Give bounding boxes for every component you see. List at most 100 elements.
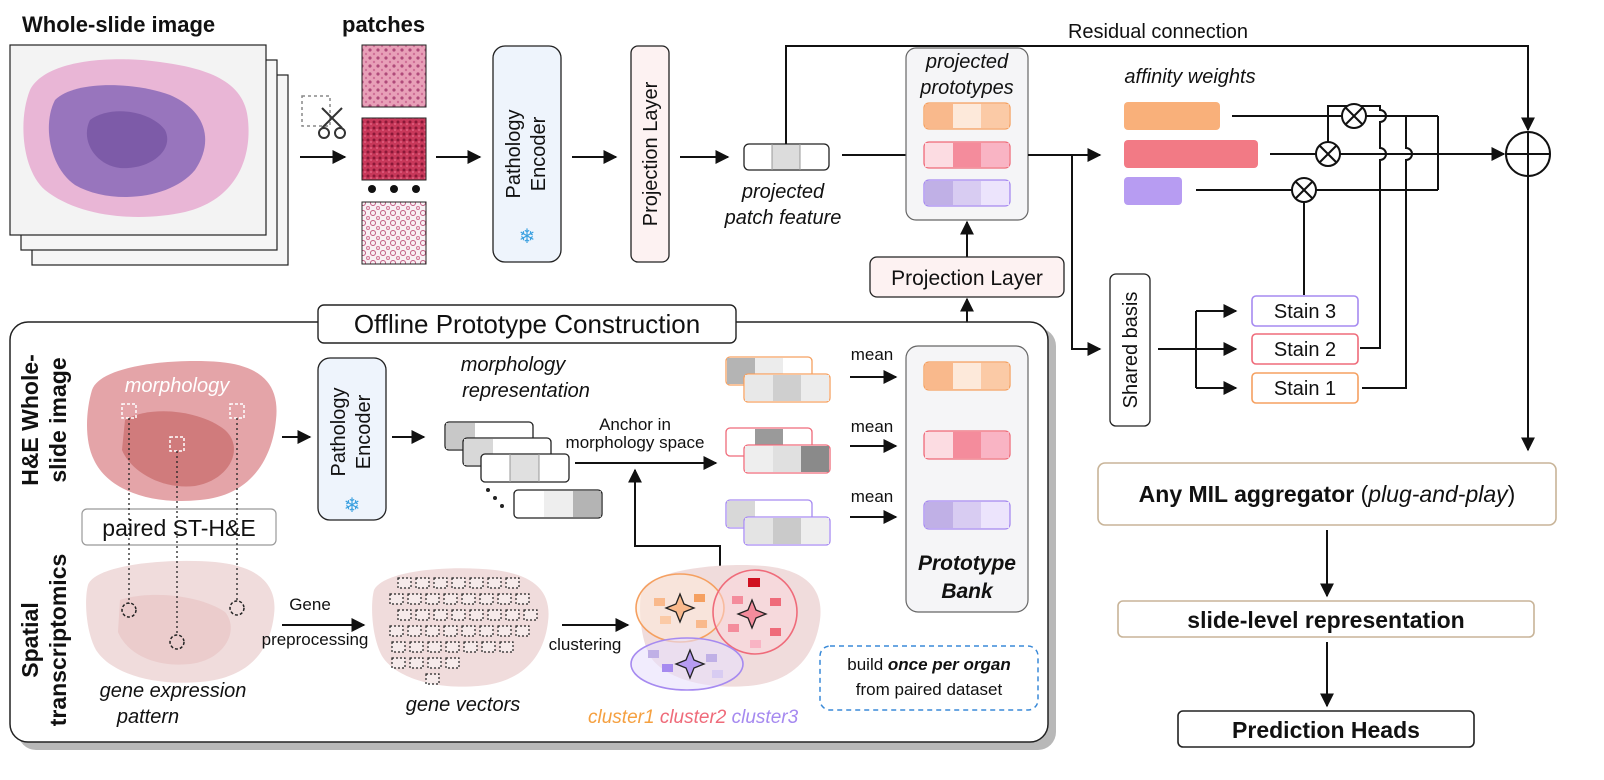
offline-title-box — [317, 304, 737, 344]
bank-row-orange — [923, 361, 1011, 391]
spatial-side-line1: Spatial — [17, 602, 43, 677]
cluster-legend: cluster1 cluster2 cluster3 — [588, 707, 799, 728]
wsi-title: Whole-slide image — [22, 12, 215, 37]
mean-label: mean — [851, 345, 894, 364]
stain-1: Stain 1 — [1251, 372, 1359, 404]
patch-3 — [361, 201, 427, 265]
stain-1-label: Stain 1 — [1274, 378, 1336, 400]
stain-2-label: Stain 2 — [1274, 339, 1336, 361]
affinity-label: affinity weights — [1124, 66, 1255, 88]
cluster-features-purple — [725, 499, 831, 546]
prototype-bank: Prototype Bank — [905, 345, 1029, 613]
spot-marker — [121, 602, 137, 618]
bank-row-purple — [923, 500, 1011, 530]
encoder-offline-line1: Pathology — [328, 388, 350, 477]
affinity-bar-red — [1124, 140, 1258, 168]
slide-level-representation: slide-level representation — [1117, 600, 1535, 638]
prediction-heads: Prediction Heads — [1177, 710, 1475, 748]
projected-patch-feature: projected patch feature — [724, 143, 842, 229]
projection-layer-mid-label: Projection Layer — [891, 267, 1043, 290]
gene-vectors-label: gene vectors — [406, 694, 521, 716]
sum-icon — [1505, 131, 1551, 177]
anchor-line1: Anchor in — [599, 415, 671, 434]
arrow-clusters-up — [628, 468, 721, 570]
anchor-line2: morphology space — [566, 433, 705, 452]
encoder-label-line2: Encoder — [528, 116, 550, 191]
feature-label-line1: projected — [741, 181, 825, 203]
morphology-label: morphology — [125, 375, 231, 397]
cluster1-region — [635, 573, 725, 643]
cluster2-region — [712, 569, 798, 655]
affinity-weights: affinity weights — [1124, 66, 1258, 205]
snowflake-icon: ❄ — [519, 226, 536, 248]
encoder-offline-line2: Encoder — [353, 394, 375, 469]
patches-section: patches — [342, 12, 427, 265]
slide-repr-label: slide-level representation — [1187, 607, 1464, 633]
morph-feature-stack — [444, 421, 603, 519]
pathology-encoder-top: Pathology Encoder ❄ — [492, 45, 562, 263]
morph-repr-line2: representation — [462, 380, 590, 402]
ellipsis-dot — [412, 185, 420, 193]
clustering-label: clustering — [549, 635, 622, 654]
projection-layer-top: Projection Layer — [630, 45, 670, 263]
gene-expr-line2: pattern — [116, 706, 179, 728]
mean-label: mean — [851, 417, 894, 436]
encoder-label-line1: Pathology — [503, 110, 525, 199]
prototypes-label-line1: projected — [925, 51, 1009, 73]
proto-row-red — [923, 141, 1011, 169]
wsi-tissue-core — [86, 111, 168, 169]
wsi-section: Whole-slide image — [9, 12, 289, 266]
spot-marker — [229, 600, 245, 616]
spot-marker — [169, 634, 185, 650]
patch-1 — [361, 44, 427, 108]
cluster-features-red — [725, 427, 831, 474]
affinity-bar-purple — [1124, 177, 1182, 205]
mil-aggregator: Any MIL aggregator (plug-and-play) — [1097, 462, 1557, 526]
projection-layer-mid: Projection Layer — [869, 220, 1065, 344]
gene-pre-line1: Gene — [289, 595, 331, 614]
patch-2 — [361, 117, 427, 181]
cluster3-region — [630, 637, 744, 691]
projected-prototypes: projected prototypes — [905, 47, 1029, 221]
gene-expr-line1: gene expression — [100, 680, 247, 702]
multiply-icon — [1315, 141, 1341, 167]
multiply-icon — [1291, 177, 1317, 203]
paired-st-he: paired ST-H&E — [81, 508, 277, 546]
bank-label-line2: Bank — [941, 580, 994, 603]
proto-row-orange — [923, 102, 1011, 130]
he-tissue-image: morphology — [87, 361, 277, 501]
affinity-bar-orange — [1124, 102, 1220, 130]
gene-vectors-tissue — [372, 568, 549, 687]
ellipsis-dot — [368, 185, 376, 193]
residual-connection: Residual connection — [785, 21, 1535, 144]
mil-label: Any MIL aggregator (plug-and-play) — [1139, 481, 1516, 507]
build-note-line1: build once per organ — [847, 655, 1010, 674]
feature-label-line2: patch feature — [724, 207, 842, 229]
bank-label-line1: Prototype — [918, 552, 1016, 575]
stain-3-label: Stain 3 — [1274, 301, 1336, 323]
morph-repr-line1: morphology — [461, 354, 567, 376]
prediction-heads-label: Prediction Heads — [1232, 717, 1420, 743]
st-tissue-image — [86, 560, 275, 683]
prototypes-label-line2: prototypes — [919, 77, 1013, 99]
offline-title: Offline Prototype Construction — [354, 309, 700, 339]
snowflake-icon: ❄ — [344, 495, 361, 517]
spatial-side-line2: transcriptomics — [45, 554, 71, 727]
he-wsi-side-line2: slide image — [45, 357, 71, 482]
build-note-line2: from paired dataset — [856, 680, 1003, 699]
residual-label: Residual connection — [1068, 21, 1248, 43]
arrow-to-shared-basis — [1071, 155, 1102, 356]
mean-label: mean — [851, 487, 894, 506]
stain-2: Stain 2 — [1251, 333, 1359, 365]
paired-connector-lines — [128, 418, 238, 636]
paired-label: paired ST-H&E — [102, 515, 255, 541]
proto-row-purple — [923, 179, 1011, 207]
build-note: build once per organ from paired dataset — [819, 645, 1039, 711]
shared-basis: Shared basis — [1109, 273, 1238, 427]
cluster-features-orange — [725, 356, 831, 403]
multiply-icon — [1341, 103, 1367, 129]
combination-wires — [1196, 105, 1506, 389]
cluster-tissue — [630, 565, 821, 691]
he-wsi-side-line1: H&E Whole- — [17, 354, 43, 486]
patches-label: patches — [342, 12, 425, 37]
